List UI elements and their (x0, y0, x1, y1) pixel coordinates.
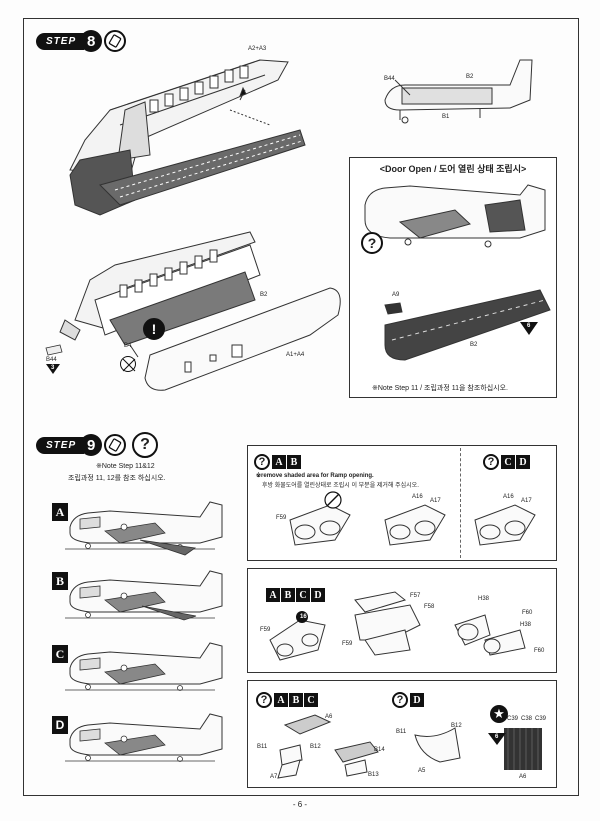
box2-label-16: 16 (300, 614, 307, 620)
box1-letter-b: B (287, 455, 301, 469)
box3-label-c39a: C39 (507, 716, 519, 722)
variant-d-label: D (52, 716, 68, 734)
box1-label-a16: A16 (412, 494, 423, 500)
box3-label-a5: A5 (418, 768, 426, 774)
variant-b-label: B (52, 572, 68, 590)
label-b4: B4 (124, 343, 132, 349)
page-number: - 6 - (292, 800, 308, 809)
box2-label-f59-b: F59 (342, 641, 353, 647)
box3-label-b13: B13 (368, 772, 379, 778)
step9-note-line1: ※Note Step 11&12 (96, 463, 155, 470)
step9-badge: STEP 9 (36, 434, 103, 456)
door-open-title: <Door Open / 도어 열린 상태 조립시> (379, 164, 527, 174)
box3-label-b12: B12 (310, 744, 321, 750)
box3-letter-a: A (274, 693, 288, 707)
door-label-b2: B2 (470, 342, 478, 348)
box3-letter-b: B (289, 693, 303, 707)
box3-label-c38: C38 (521, 716, 533, 722)
side-label-b2: B2 (466, 74, 474, 80)
step8-badge-number: 8 (80, 30, 103, 52)
box1-help-icon: ? (254, 454, 270, 470)
label-b44: B44 (46, 357, 57, 363)
glue-icon (104, 30, 126, 52)
box3-letter-d: D (410, 693, 424, 707)
box2-header: A B C D (266, 588, 326, 602)
box3-label-a6: A6 (325, 714, 333, 720)
box3-help-icon: ? (256, 692, 272, 708)
box3-label-b11-b: B11 (396, 729, 407, 735)
step9-help-icon: ? (132, 432, 158, 458)
label-three: 3 (51, 365, 55, 371)
side-label-b1: B1 (442, 114, 450, 120)
box1-letter-c: C (501, 455, 515, 469)
box1-warning-en: ※remove shaded area for Ramp opening. (256, 473, 374, 479)
box2-letter-d: D (311, 588, 325, 602)
box2-letter-a: A (266, 588, 280, 602)
step9-note-line2: 조립과정 11, 12를 참조 하십시오. (68, 475, 166, 482)
step8-badge-label: STEP (36, 32, 85, 50)
step8-badge: STEP 8 (36, 30, 103, 52)
box2-label-f59: F59 (260, 627, 271, 633)
step9-glue-icon (104, 434, 126, 456)
step9-badge-number: 9 (80, 434, 103, 456)
cut-mark-icon (120, 356, 136, 372)
box2-label-f57: F57 (410, 593, 421, 599)
box3-label-b12-b: B12 (451, 723, 462, 729)
box1-warning-kr: 후방 화물도어를 열린상태로 조립시 이 부분을 제거해 주십시오. (262, 483, 419, 489)
label-a1a4: A1+A4 (286, 352, 305, 358)
box2-label-f60-b: F60 (534, 648, 545, 654)
decal-star-icon: ★ (490, 705, 508, 723)
box1-label-f59: F59 (276, 515, 287, 521)
box3-label-a6-b: A6 (519, 774, 527, 780)
step9-badge-label: STEP (36, 436, 85, 454)
box3-right-help-icon: ? (392, 692, 408, 708)
label-b2: B2 (260, 292, 268, 298)
box1-label-a17: A17 (430, 498, 441, 504)
box3-letter-c: C (304, 693, 318, 707)
box3-label-b14: B14 (374, 747, 385, 753)
door-open-note: ※Note Step 11 / 조립과정 11을 참조하십시오. (372, 385, 508, 392)
box3-label-a7: A7 (270, 774, 278, 780)
side-label-b44: B44 (384, 76, 395, 82)
box1-divider (460, 448, 461, 558)
door-label-six: 6 (527, 323, 531, 329)
box2-label-h38: H38 (478, 596, 490, 602)
box1-label-a17-b: A17 (521, 498, 532, 504)
door-label-a9: A9 (392, 292, 400, 298)
variant-c-label: C (52, 645, 68, 663)
box1-label-a16-b: A16 (503, 494, 514, 500)
box1-right-header: ? C D (483, 454, 531, 470)
variant-a-label: A (52, 503, 68, 521)
box1-letter-a: A (272, 455, 286, 469)
page-frame (23, 18, 579, 796)
box2-label-h38-b: H38 (520, 622, 532, 628)
box2-label-f58: F58 (424, 604, 435, 610)
box1-letter-d: D (516, 455, 530, 469)
box2-letter-c: C (296, 588, 310, 602)
box2-label-f60: F60 (522, 610, 533, 616)
box3-label-b11: B11 (257, 744, 268, 750)
warning-icon: ! (143, 318, 165, 340)
box3-left-header: ? A B C (256, 692, 319, 708)
box3-label-c39b: C39 (535, 716, 547, 722)
box1-right-help-icon: ? (483, 454, 499, 470)
label-a2a3: A2+A3 (248, 46, 267, 52)
box3-label-six: 6 (495, 734, 499, 740)
box2-letter-b: B (281, 588, 295, 602)
box1-left-header: ? A B (254, 454, 302, 470)
box3-right-header: ? D (392, 692, 425, 708)
help-icon-door: ? (361, 232, 383, 254)
